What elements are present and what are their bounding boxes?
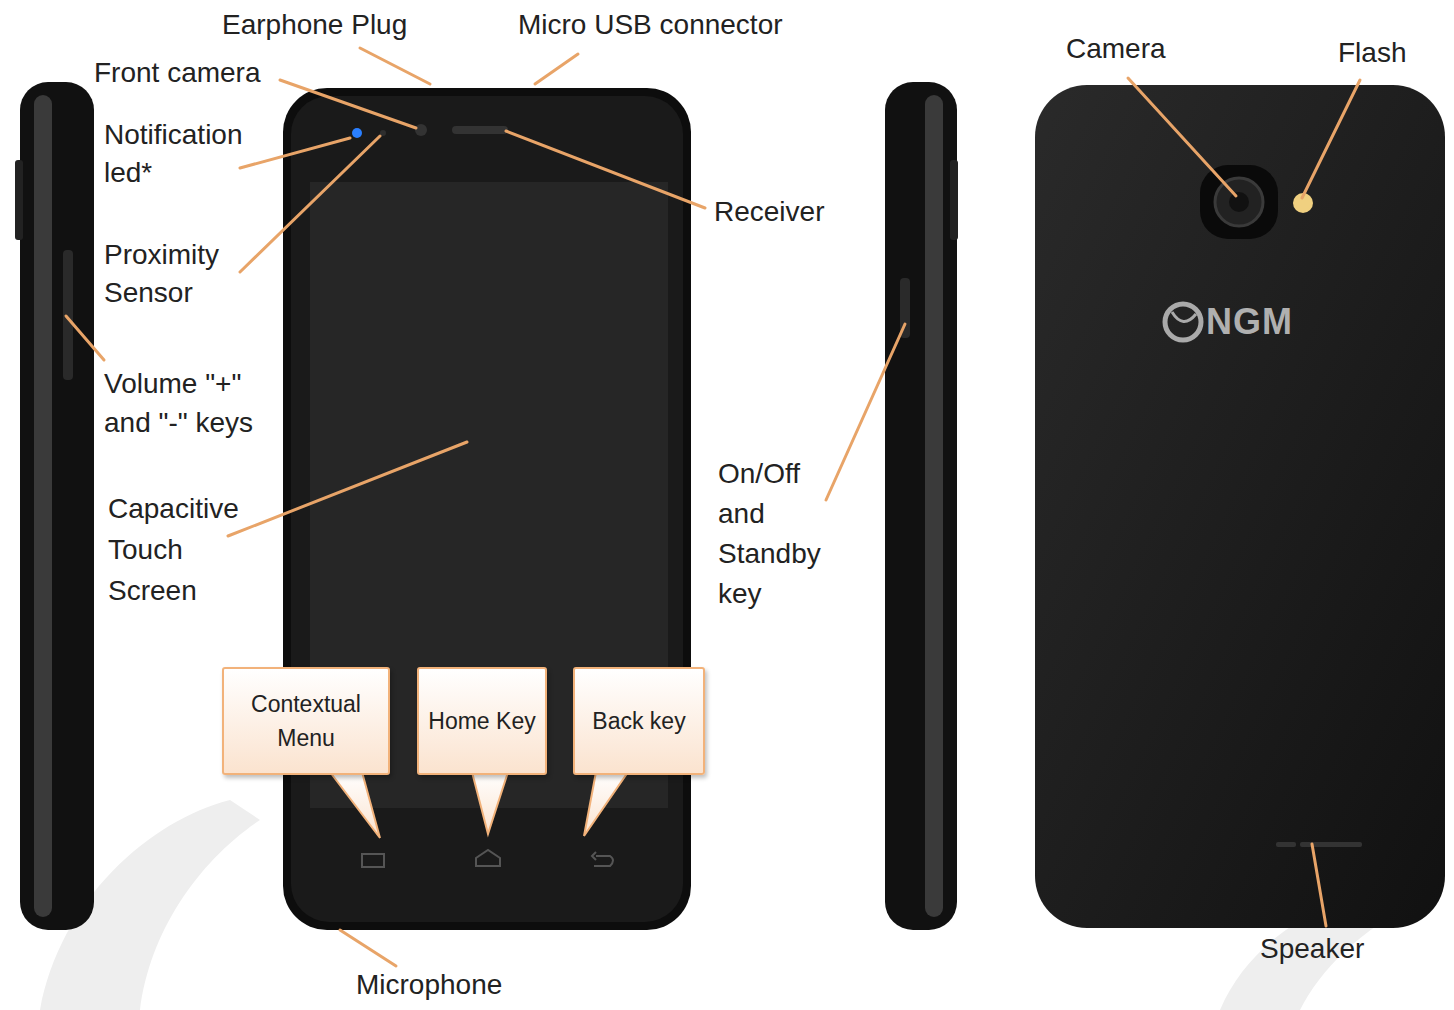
part-label: Proximity Sensor (104, 236, 254, 312)
part-label: Notification led* (104, 116, 269, 192)
leader-line (240, 138, 350, 168)
volume-keys (63, 250, 73, 380)
front-camera (415, 124, 427, 136)
callout-text-group: Contextual Menu (224, 687, 388, 755)
part-label: Speaker (1260, 930, 1364, 968)
callout-box: Back key (573, 667, 705, 775)
camera-lens (1215, 178, 1263, 226)
menu-icon (362, 854, 384, 867)
key-name: Home Key (422, 704, 541, 738)
camera-lens (1229, 192, 1249, 212)
phone-back (1035, 85, 1445, 928)
leader-line (340, 930, 396, 966)
receiver (452, 126, 508, 134)
callout-pointer (330, 772, 380, 838)
callout-text-group: Home Key (422, 704, 541, 738)
part-label: Flash (1338, 34, 1406, 72)
callout-pointer (584, 772, 628, 836)
home-icon (476, 850, 500, 866)
part-label: Front camera (94, 54, 261, 92)
part-label: Micro USB connector (518, 6, 783, 44)
leader-line (280, 80, 416, 128)
part-label: Microphone (356, 966, 502, 1004)
phone-side-left (20, 82, 94, 930)
front-bezel (291, 96, 683, 922)
key-name: Contextual Menu (224, 687, 388, 755)
side-edge (925, 95, 943, 917)
ngm-logo (1165, 304, 1201, 340)
speaker-grille (1300, 842, 1362, 847)
callout-box: Contextual Menu (222, 667, 390, 775)
leader-line (360, 48, 430, 84)
phone-side-right (885, 82, 957, 930)
leader-line (240, 136, 380, 272)
camera-housing (1200, 165, 1278, 239)
illustration-part (66, 48, 1360, 966)
phone-front (283, 88, 691, 930)
back-icon (592, 852, 613, 866)
leader-line (228, 442, 467, 536)
notification-led (352, 128, 362, 138)
leader-line (1312, 844, 1326, 926)
side-button (15, 160, 23, 240)
part-label: On/Off and Standby key (718, 454, 843, 614)
speaker-grille (1276, 842, 1296, 847)
leader-line (1128, 78, 1236, 196)
part-label: Earphone Plug (222, 6, 407, 44)
key-name: Back key (586, 704, 691, 738)
part-label: Camera (1066, 30, 1166, 68)
callout-box: Home Key (417, 667, 547, 775)
leader-line (1302, 80, 1360, 198)
callout-pointer (472, 772, 508, 834)
side-button (950, 160, 958, 240)
leader-line (506, 131, 705, 208)
leader-line (826, 324, 905, 500)
leader-line (535, 54, 578, 84)
part-label: Capacitive Touch Screen (108, 488, 260, 611)
ngm-logo (1172, 312, 1196, 322)
callout-text-group: Back key (586, 704, 691, 738)
part-label: Receiver (714, 193, 824, 231)
side-edge (34, 95, 52, 917)
leader-line (66, 316, 104, 360)
part-label: Volume "+" and "-" keys (104, 364, 282, 442)
brand-logo-text: NGM (1206, 300, 1293, 344)
